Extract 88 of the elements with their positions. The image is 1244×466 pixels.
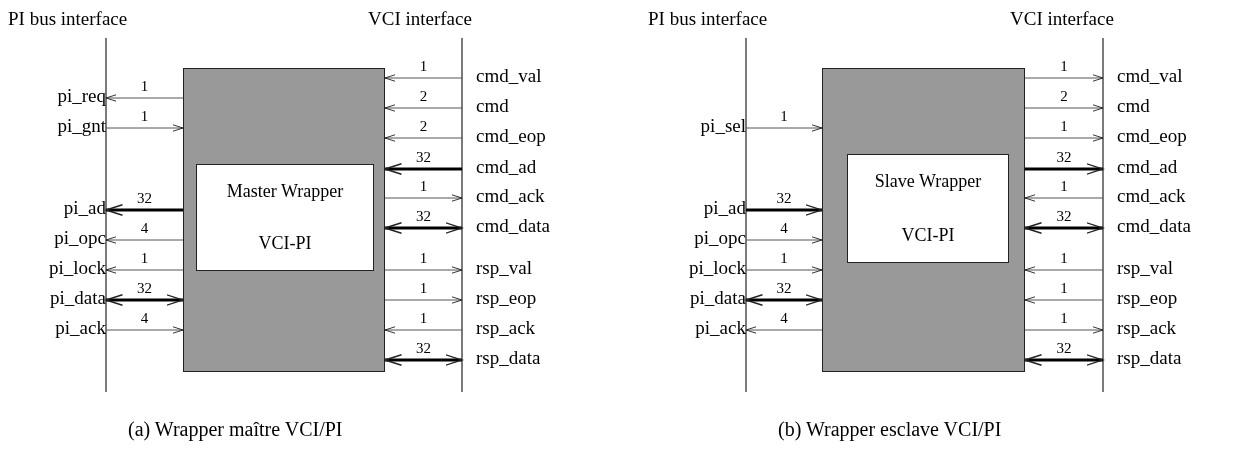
block-title: Master Wrapper <box>226 180 344 202</box>
signal-name: pi_opc <box>694 226 746 250</box>
signal-name: pi_ack <box>695 316 746 340</box>
signal-name: pi_lock <box>49 256 106 280</box>
signal-name: cmd_ad <box>462 155 537 179</box>
bit-width: 2 <box>418 88 429 105</box>
signal-name: cmd_eop <box>462 124 546 148</box>
signal-name: rsp_data <box>462 346 541 370</box>
bit-width: 1 <box>1059 280 1069 297</box>
signal-name: cmd_ack <box>1103 184 1186 208</box>
bit-width: 1 <box>418 280 429 297</box>
bit-width: 1 <box>139 78 150 95</box>
subfigure-caption: (b) Wrapper esclave VCI/PI <box>778 418 1002 441</box>
signal-arrow <box>105 294 184 306</box>
signal-name: pi_opc <box>54 226 106 250</box>
interface-heading: PI bus interface <box>648 8 768 30</box>
bit-width: 32 <box>415 340 432 357</box>
signal-arrow <box>105 204 183 216</box>
subfigure-caption: (a) Wrapper maître VCI/PI <box>128 418 343 441</box>
block-subtitle: VCI-PI <box>258 233 312 255</box>
bit-width: 32 <box>775 190 793 207</box>
bit-width: 1 <box>418 58 429 75</box>
signal-name: cmd_ad <box>1103 155 1178 179</box>
signal-name: cmd_data <box>462 214 550 238</box>
bit-width: 1 <box>139 250 150 267</box>
wrapper-block <box>183 68 385 372</box>
bit-width: 4 <box>139 220 150 237</box>
bit-width: 32 <box>136 190 153 207</box>
signal-name: pi_sel <box>700 114 746 138</box>
bit-width: 32 <box>1055 149 1073 166</box>
bit-width: 1 <box>418 250 429 267</box>
wrapper-block <box>822 68 1025 372</box>
signal-name: pi_ad <box>703 196 746 220</box>
signal-name: pi_gnt <box>57 114 106 138</box>
bit-width: 1 <box>779 250 789 267</box>
signal-arrow <box>745 294 823 306</box>
bit-width: 1 <box>1059 58 1069 75</box>
interface-heading: PI bus interface <box>8 8 128 30</box>
signal-name: pi_data <box>50 286 106 310</box>
bit-width: 2 <box>1059 88 1069 105</box>
block-subtitle: VCI-PI <box>901 224 955 246</box>
signal-arrow <box>384 163 462 175</box>
bit-width: 1 <box>1059 250 1069 267</box>
signal-name: rsp_val <box>1103 256 1173 280</box>
signal-arrow <box>1024 222 1104 234</box>
interface-heading: VCI interface <box>1010 8 1114 30</box>
signal-name: rsp_ack <box>1103 316 1177 340</box>
bit-width: 4 <box>779 220 789 237</box>
bit-width: 1 <box>139 108 150 125</box>
signal-name: pi_ad <box>63 196 106 220</box>
signal-name: cmd <box>462 94 509 118</box>
signal-name: cmd_val <box>1103 64 1183 88</box>
signal-name: rsp_ack <box>462 316 536 340</box>
signal-name: cmd_eop <box>1103 124 1187 148</box>
bit-width: 32 <box>1055 340 1073 357</box>
signal-name: cmd_val <box>462 64 542 88</box>
signal-name: cmd_ack <box>462 184 545 208</box>
signal-arrow <box>746 204 823 216</box>
bit-width: 4 <box>779 310 789 327</box>
signal-arrow <box>384 222 463 234</box>
block-title: Slave Wrapper <box>874 171 982 193</box>
bit-width: 1 <box>418 178 429 195</box>
signal-name: rsp_eop <box>1103 286 1178 310</box>
signal-name: cmd_data <box>1103 214 1191 238</box>
bit-width: 1 <box>418 310 429 327</box>
bit-width: 1 <box>1059 118 1069 135</box>
bit-width: 32 <box>775 280 793 297</box>
bit-width: 1 <box>779 108 789 125</box>
signal-name: rsp_eop <box>462 286 537 310</box>
bit-width: 32 <box>415 149 432 166</box>
interface-heading: VCI interface <box>368 8 472 30</box>
bit-width: 2 <box>418 118 429 135</box>
signal-name: rsp_data <box>1103 346 1182 370</box>
bit-width: 32 <box>415 208 432 225</box>
signal-name: pi_data <box>690 286 746 310</box>
signal-arrow <box>1024 354 1104 366</box>
signal-name: pi_req <box>57 84 106 108</box>
signal-arrow <box>1025 163 1104 175</box>
bit-width: 32 <box>136 280 153 297</box>
bit-width: 4 <box>139 310 150 327</box>
signal-name: pi_lock <box>689 256 746 280</box>
signal-arrow <box>384 354 463 366</box>
signal-name: pi_ack <box>55 316 106 340</box>
bit-width: 1 <box>1059 310 1069 327</box>
bit-width: 1 <box>1059 178 1069 195</box>
bit-width: 32 <box>1055 208 1073 225</box>
signal-name: cmd <box>1103 94 1150 118</box>
signal-name: rsp_val <box>462 256 532 280</box>
